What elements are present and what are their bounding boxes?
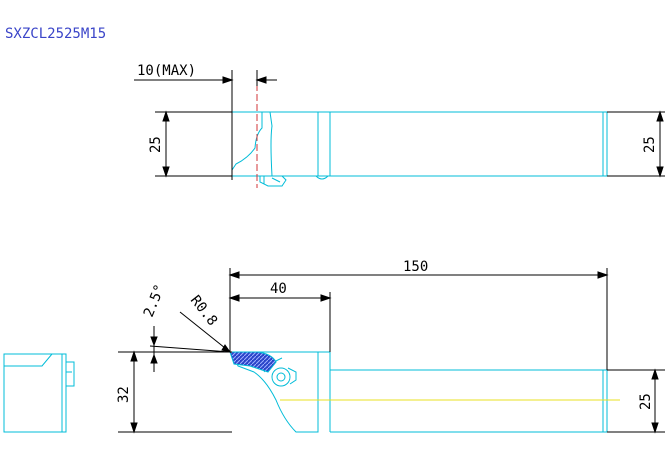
dim-head-length: 40 — [270, 281, 287, 297]
dim-shank-height: 25 — [638, 393, 654, 410]
cutting-insert — [229, 351, 277, 373]
dim-total-height: 32 — [116, 386, 132, 403]
dim-top-height-right: 25 — [642, 136, 658, 153]
side-dimensions — [118, 268, 665, 434]
dim-corner-radius: R0.8 — [187, 293, 220, 329]
part-number-title: SXZCL2525M15 — [5, 26, 106, 42]
dim-clearance-angle: 2.5° — [141, 282, 168, 319]
top-dimensions — [134, 70, 665, 180]
dim-overall-length: 150 — [403, 259, 428, 275]
side-view — [3, 351, 608, 433]
top-view — [231, 111, 608, 187]
dim-top-height-left: 25 — [148, 136, 164, 153]
dim-cut-depth-max: 10(MAX) — [137, 63, 196, 79]
